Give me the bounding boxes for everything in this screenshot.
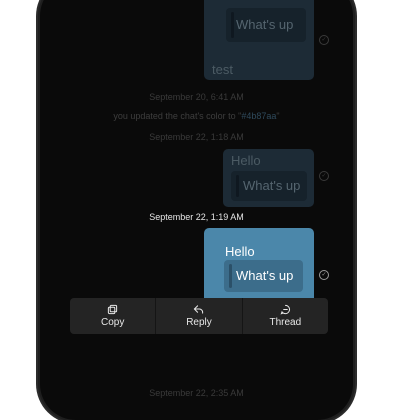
copy-label: Copy <box>100 317 125 328</box>
reply-quote-nested[interactable]: What's up <box>224 260 303 292</box>
reply-quote-bar <box>229 264 232 288</box>
system-message-suffix: " <box>276 111 280 121</box>
copy-button[interactable]: Copy <box>70 298 157 334</box>
reply-quote[interactable]: What's up <box>231 171 307 201</box>
system-message-hex: #4b87aa <box>241 111 277 121</box>
copy-icon <box>108 304 118 315</box>
reply-quote-text: What's up <box>243 178 301 193</box>
message-text: Hello <box>231 153 261 168</box>
timestamp: September 22, 2:35 AM <box>149 388 244 398</box>
reply-quote[interactable]: What's up <box>226 8 306 42</box>
read-check-icon: ✓ <box>319 171 329 181</box>
thread-label: Thread <box>269 317 302 328</box>
reply-label: Reply <box>186 317 212 328</box>
phone-screen: What's up test ✓ September 20, 6:41 AM y… <box>40 0 353 420</box>
reply-arrow-icon <box>194 305 204 314</box>
thread-icon <box>280 304 290 315</box>
message-bubble-test[interactable]: What's up test <box>204 0 314 80</box>
phone-side-button-left <box>36 62 39 94</box>
timestamp: September 20, 6:41 AM <box>149 92 244 102</box>
message-action-bar: Copy Reply Thread <box>70 298 328 334</box>
reply-quote-text: What's up <box>236 268 294 283</box>
message-text: test <box>212 62 233 77</box>
reply-quote-bar <box>236 175 239 197</box>
system-message-prefix: you updated the chat's color to " <box>113 111 242 121</box>
message-text: Hello <box>225 244 255 259</box>
reply-quote-bar <box>231 12 234 38</box>
system-message-color-change: you updated the chat's color to "#4b87aa… <box>40 111 353 121</box>
phone-side-button-right <box>354 62 357 110</box>
thread-button[interactable]: Thread <box>243 298 328 334</box>
read-check-icon: ✓ <box>319 35 329 45</box>
read-check-icon: ✓ <box>319 270 329 280</box>
message-bubble-hello[interactable]: Hello What's up <box>223 149 314 207</box>
reply-quote-text: What's up <box>236 17 294 32</box>
timestamp: September 22, 1:19 AM <box>149 212 244 222</box>
timestamp: September 22, 1:18 AM <box>149 132 244 142</box>
reply-button[interactable]: Reply <box>156 298 243 334</box>
